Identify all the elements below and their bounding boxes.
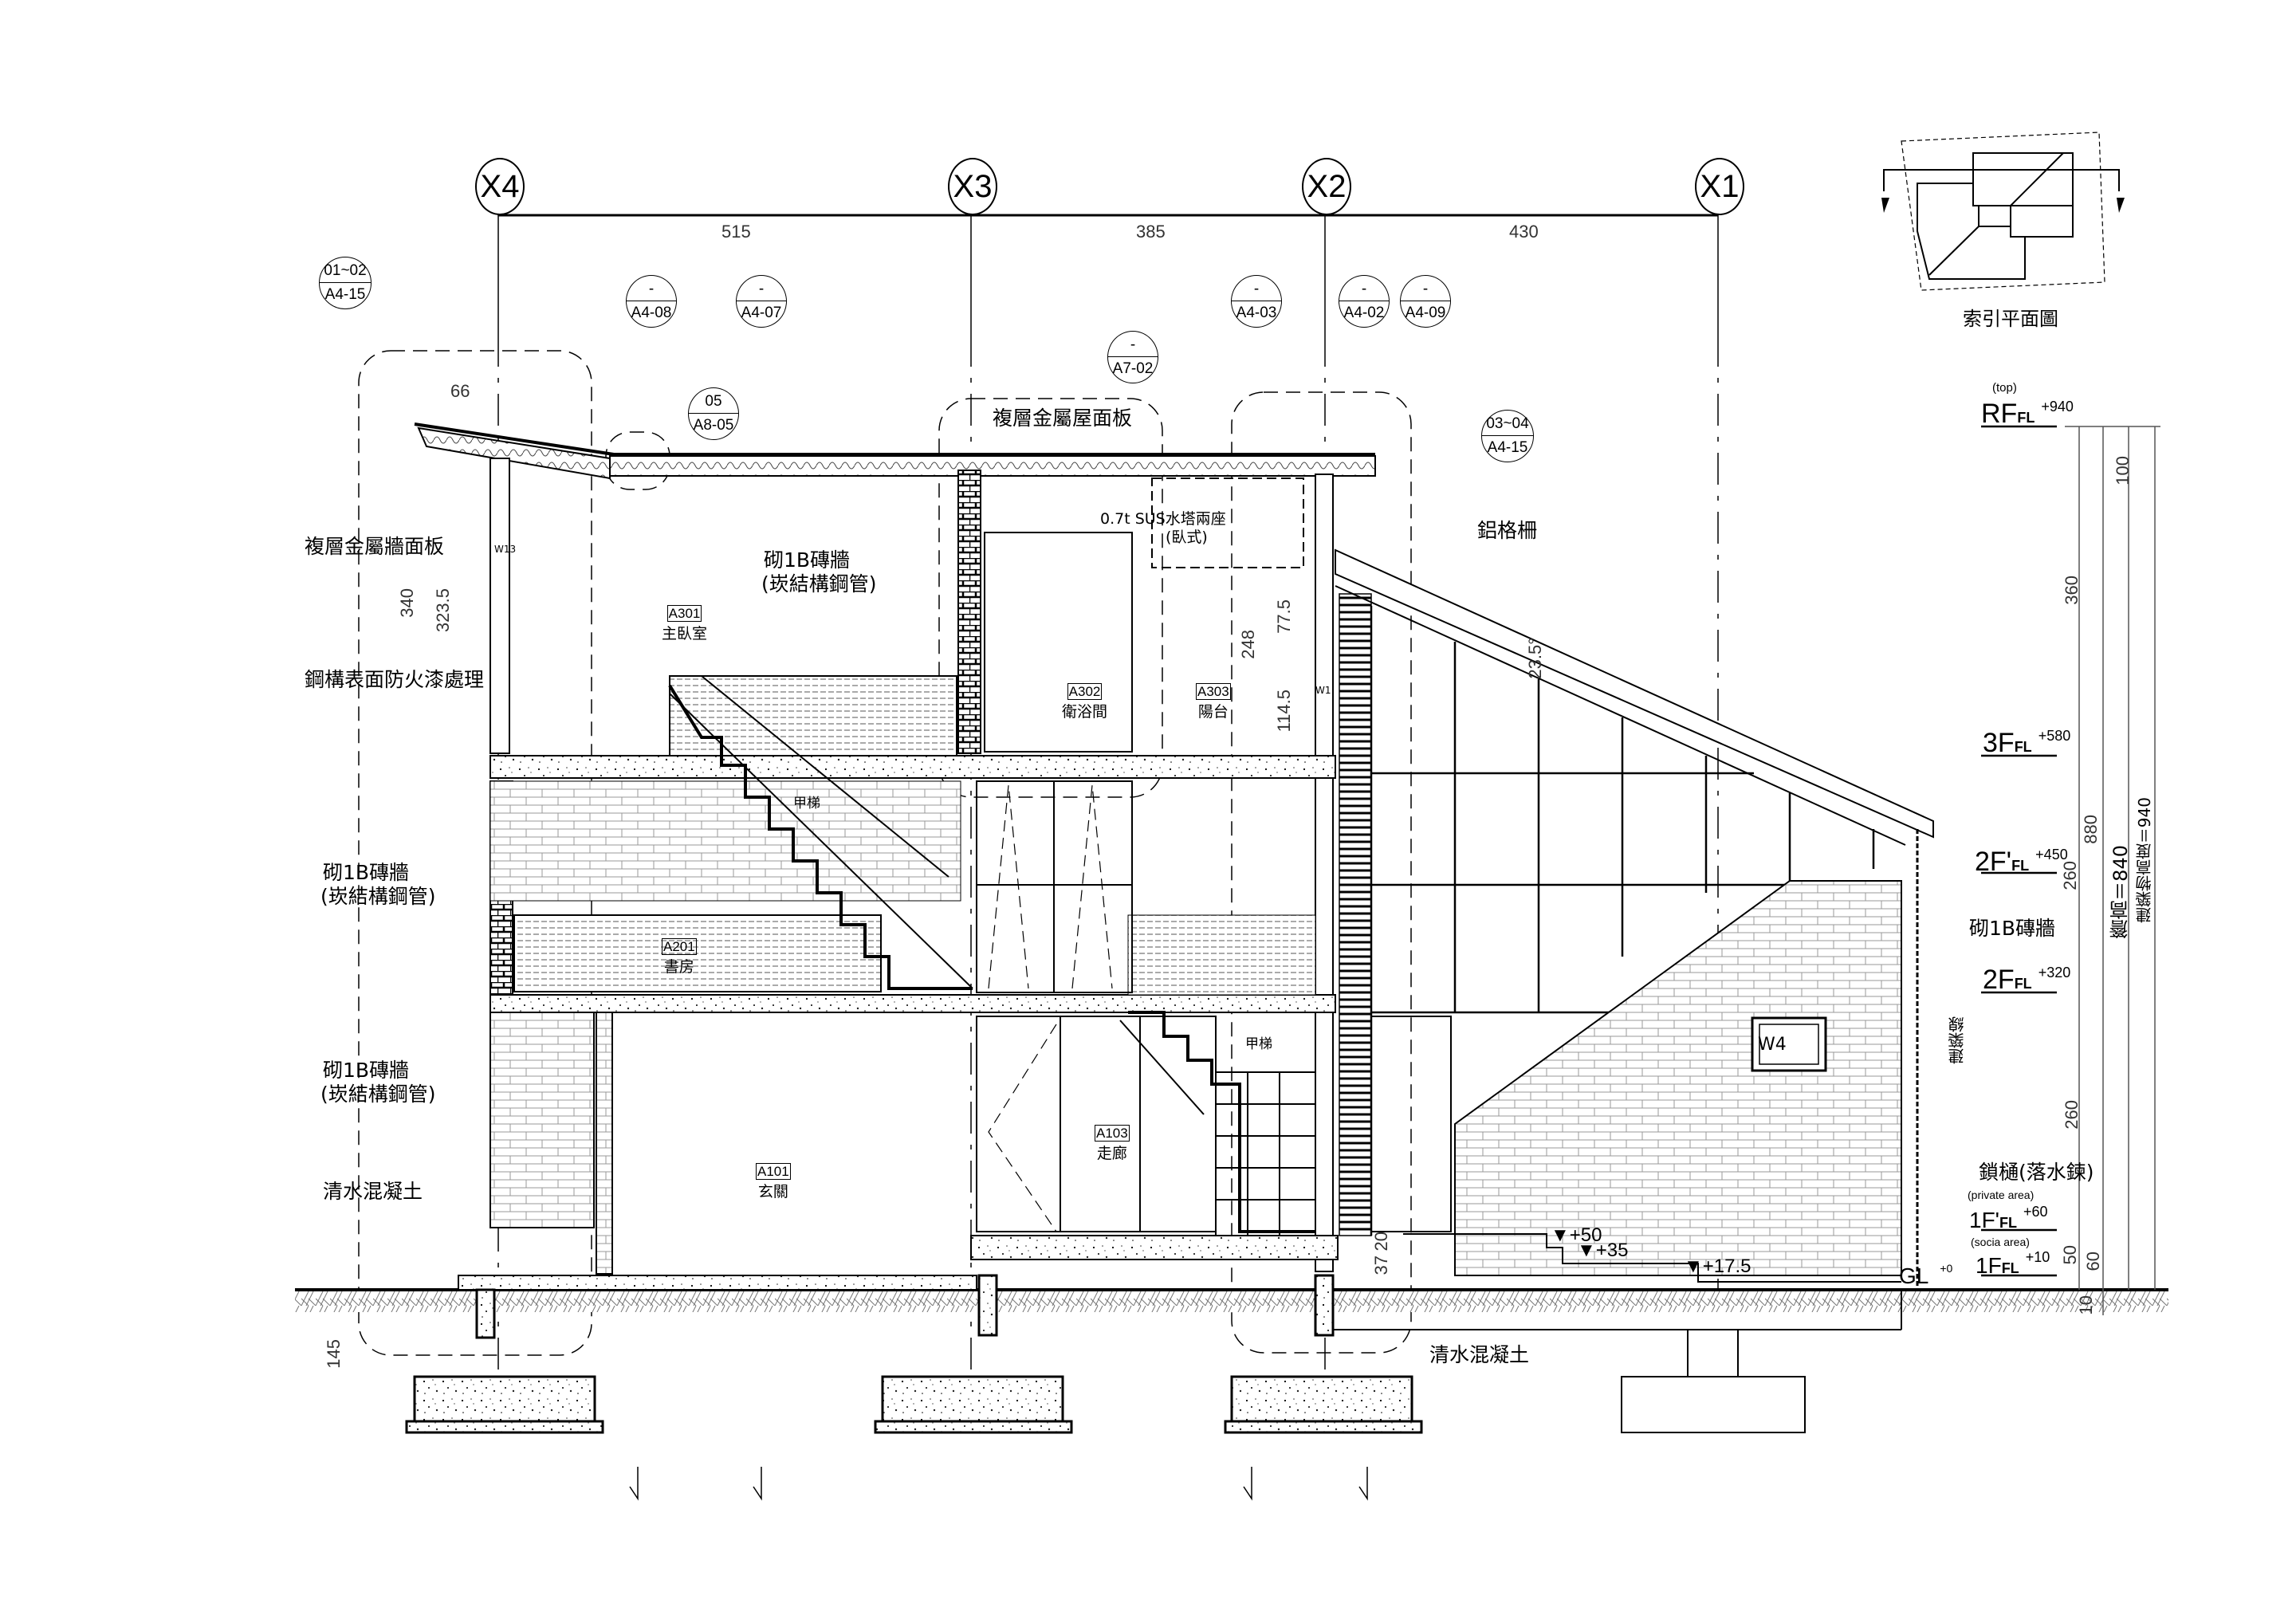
spot-elevation-17-5: ▼+17.5 xyxy=(1684,1256,1751,1277)
note-brick-wall-3f-sub: (崁結構鋼管) xyxy=(761,572,877,595)
note-concrete-right: 清水混凝土 xyxy=(1429,1343,1530,1366)
dim-balcony-248: 248 xyxy=(1238,630,1258,659)
dim-balcony-114-5: 114.5 xyxy=(1274,690,1294,733)
note-brick-wall-right: 砌1B磚牆 xyxy=(1969,917,2056,940)
note-aluminum-grille: 鋁格柵 xyxy=(1477,519,1538,542)
note-wall-panel: 複層金屬牆面板 xyxy=(305,535,445,558)
dim-2f-260: 260 xyxy=(2062,1100,2082,1130)
dim-wall-340: 340 xyxy=(397,588,417,618)
callout-a4-09: -A4-09 xyxy=(1400,275,1451,328)
note-brick-wall-2f: 砌1B磚牆 xyxy=(323,861,410,884)
spot-elevation-50: ▼+50 xyxy=(1551,1224,1602,1246)
callout-a4-02: -A4-02 xyxy=(1339,275,1390,328)
callout-a7-02: -A7-02 xyxy=(1107,331,1158,383)
dim-eave: 66 xyxy=(450,381,470,401)
callout-a4-08: -A4-08 xyxy=(626,275,677,328)
grid-axis-x2: X2 xyxy=(1302,158,1351,215)
window-tag-w4: W4 xyxy=(1758,1035,1787,1055)
note-gutter: 鎖樋(落水鍊) xyxy=(1979,1161,2094,1184)
note-brick-wall-2f-sub: (崁結構鋼管) xyxy=(320,885,436,908)
window-tag-w1: W1 xyxy=(1315,685,1331,696)
note-brick-wall-1f-sub: (崁結構鋼管) xyxy=(320,1083,436,1106)
dim-1f-50: 50 xyxy=(2060,1245,2080,1265)
label-stair-1f: 甲梯 xyxy=(1245,1036,1272,1052)
grid-axis-x3: X3 xyxy=(948,158,997,215)
note-water-tank: 0.7t SUS水塔兩座 xyxy=(1100,510,1226,528)
level-3f: 3FFL+580 xyxy=(1983,728,2071,758)
dim-gl-10: 10 xyxy=(2076,1295,2096,1315)
dim-building-height: 建築物高度＝940 xyxy=(2135,797,2154,924)
level-gl: GL+0 xyxy=(1899,1262,1953,1288)
note-brick-wall-1f: 砌1B磚牆 xyxy=(323,1059,410,1082)
level-2f: 2FFL+320 xyxy=(1983,965,2071,995)
span-x2-x1: 430 xyxy=(1509,222,1539,242)
note-concrete-left: 清水混凝土 xyxy=(323,1180,423,1203)
callout-a4-03: -A4-03 xyxy=(1231,275,1282,328)
level-1f: (socia area)1FFL+10 xyxy=(1971,1236,2050,1278)
dim-parapet: 100 xyxy=(2113,456,2133,485)
grid-axis-x4: X4 xyxy=(475,158,525,215)
level-rf: (top)RFFL+940 xyxy=(1981,381,2074,429)
grid-axis-x1: X1 xyxy=(1695,158,1744,215)
dim-rf-3f: 360 xyxy=(2062,576,2082,605)
note-water-tank-sub: (臥式) xyxy=(1166,529,1208,546)
dim-step-20: 20 xyxy=(1371,1232,1391,1252)
note-building-line: 建築線 xyxy=(1948,1016,1967,1064)
note-fireproof: 鋼構表面防火漆處理 xyxy=(305,668,485,691)
callout-a4-07: -A4-07 xyxy=(736,275,787,328)
dim-1f-60: 60 xyxy=(2083,1252,2103,1271)
span-x4-x3: 515 xyxy=(721,222,751,242)
key-plan-title: 索引平面圖 xyxy=(1963,308,2058,330)
level-2f-prime: 2F'FL+450 xyxy=(1975,847,2068,877)
note-roof-panel: 複層金屬屋面板 xyxy=(993,407,1133,430)
dim-eave-height: 簷高＝840 xyxy=(2109,845,2132,939)
dim-step-37: 37 xyxy=(1371,1256,1391,1275)
dim-wall-323-5: 323.5 xyxy=(433,588,453,633)
level-1f-prime: (private area)1F'FL+60 xyxy=(1968,1189,2048,1232)
note-brick-wall-3f: 砌1B磚牆 xyxy=(764,548,851,572)
dim-footing-145: 145 xyxy=(324,1339,344,1369)
dim-balcony-77-5: 77.5 xyxy=(1274,599,1294,634)
window-tag-w13: W13 xyxy=(494,544,517,555)
spot-elevation-35: ▼+35 xyxy=(1577,1240,1629,1261)
span-x3-x2: 385 xyxy=(1136,222,1166,242)
dim-880: 880 xyxy=(2081,815,2101,844)
roof-angle: 23.5° xyxy=(1525,638,1545,679)
label-stair-2f: 甲梯 xyxy=(793,796,820,812)
